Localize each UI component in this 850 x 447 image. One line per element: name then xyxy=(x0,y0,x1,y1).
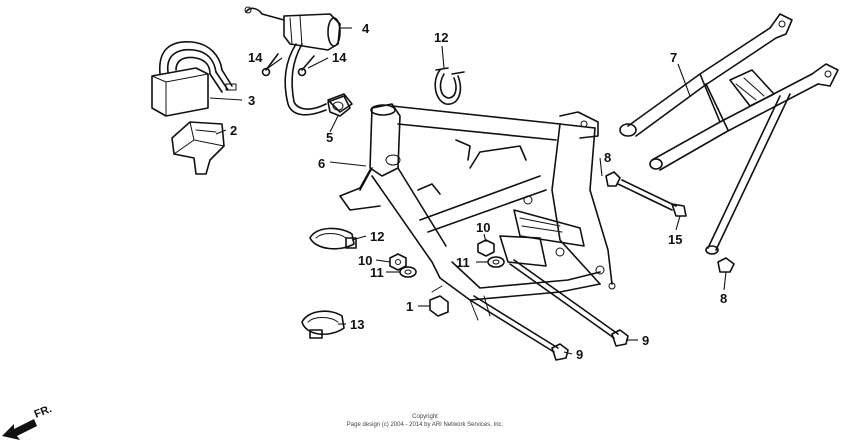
callout-7: 7 xyxy=(670,50,677,65)
callout-6: 6 xyxy=(318,156,325,171)
callout-8-lower: 8 xyxy=(720,291,727,306)
long-bolt-9-lower xyxy=(469,295,569,361)
callout-3: 3 xyxy=(248,93,255,108)
cdi-unit xyxy=(151,41,237,117)
nut-10-left xyxy=(389,253,407,271)
bolt-8-lower xyxy=(717,257,735,273)
wire-clamp-12-top xyxy=(434,67,465,105)
callout-5: 5 xyxy=(326,130,333,145)
rear-sub-frame xyxy=(619,13,839,255)
bolt-8-upper xyxy=(605,171,621,187)
callout-8-upper: 8 xyxy=(604,150,611,165)
wire-clamp-13 xyxy=(301,310,345,339)
callout-12-middle: 12 xyxy=(370,229,384,244)
callout-10-left: 10 xyxy=(358,253,372,268)
bolt-14-right xyxy=(297,55,315,77)
callout-14-left: 14 xyxy=(248,50,263,65)
callout-12-top: 12 xyxy=(434,30,448,45)
washer-11-left xyxy=(399,266,417,278)
callout-numbers: 4 14 14 3 2 5 6 12 7 8 15 8 12 10 11 1 1… xyxy=(230,21,727,362)
cdi-rubber-mount xyxy=(171,121,225,175)
callout-10-right: 10 xyxy=(476,220,490,235)
copyright-notice: Page design (c) 2004 - 2014 by ARI Netwo… xyxy=(347,422,504,428)
washer-11-right xyxy=(487,256,505,268)
callout-2: 2 xyxy=(230,123,237,138)
grommet-5 xyxy=(327,95,351,117)
callout-9-upper: 9 xyxy=(642,333,649,348)
callout-1: 1 xyxy=(406,299,413,314)
nut-10-right xyxy=(477,239,495,257)
long-bolt-15 xyxy=(617,179,687,217)
ignition-coil xyxy=(244,6,353,116)
callout-4: 4 xyxy=(362,21,370,36)
front-direction-indicator: FR. xyxy=(2,403,54,440)
callout-13: 13 xyxy=(350,317,364,332)
callout-15: 15 xyxy=(668,232,682,247)
bolt-14-left xyxy=(261,53,279,77)
front-arrow-icon xyxy=(2,419,37,440)
leader-lines xyxy=(209,27,727,355)
copyright-heading: Copyright xyxy=(412,414,438,420)
callout-14-right: 14 xyxy=(332,50,347,65)
frame-body xyxy=(339,103,616,321)
callout-9-lower: 9 xyxy=(576,347,583,362)
front-label: FR. xyxy=(33,403,54,421)
wire-clamp-12-middle xyxy=(309,227,357,250)
callout-11-right: 11 xyxy=(456,255,470,270)
plug-1 xyxy=(429,285,449,317)
callout-11-left: 11 xyxy=(370,265,384,280)
